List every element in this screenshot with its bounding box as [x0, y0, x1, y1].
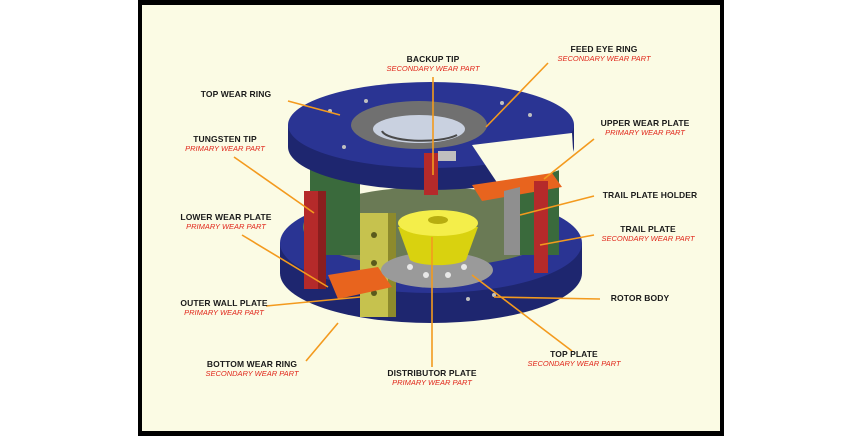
leader-outer-wall-plate: [265, 296, 361, 307]
label-name: OUTER WALL PLATE: [180, 298, 268, 308]
label-outer-wall-plate: OUTER WALL PLATE PRIMARY WEAR PART: [180, 298, 268, 318]
leader-lines: [233, 62, 601, 367]
tungsten-tip-strip: [318, 191, 326, 289]
distributor-plate-part: [381, 252, 493, 288]
bolt-icon: [371, 290, 377, 296]
bolt-icon: [371, 260, 377, 266]
leader-bottom-wear-ring: [305, 322, 339, 362]
bolt-icon: [445, 272, 451, 278]
rotor-illustration: [233, 62, 601, 367]
label-name: FEED EYE RING: [570, 44, 638, 54]
label-name: BACKUP TIP: [406, 54, 460, 64]
distributor-cone: [398, 227, 478, 266]
bolt-icon: [364, 99, 368, 103]
label-sub: PRIMARY WEAR PART: [184, 308, 264, 317]
leader-feed-eye-ring: [485, 62, 549, 128]
label-name: BOTTOM WEAR RING: [206, 359, 298, 369]
label-name: TOP WEAR RING: [200, 89, 272, 99]
leader-trail-plate: [539, 234, 595, 246]
leader-tungsten-tip: [233, 156, 315, 214]
label-backup-tip: BACKUP TIP SECONDARY WEAR PART: [386, 54, 480, 74]
label-top-wear-ring: TOP WEAR RING: [201, 90, 271, 99]
leader-rotor-body: [493, 296, 601, 300]
bolt-icon: [407, 264, 413, 270]
upper-wear-plate-part: [472, 173, 562, 201]
bolt-icon: [461, 264, 467, 270]
label-name: TUNGSTEN TIP: [193, 134, 257, 144]
bolt-icon: [342, 145, 346, 149]
label-trail-plate-holder: TRAIL PLATE HOLDER: [603, 191, 698, 200]
label-bottom-wear-ring: BOTTOM WEAR RING SECONDARY WEAR PART: [205, 359, 299, 379]
label-upper-wear-plate: UPPER WEAR PLATE PRIMARY WEAR PART: [600, 118, 690, 138]
label-name: TOP PLATE: [550, 349, 598, 359]
label-sub: PRIMARY WEAR PART: [186, 222, 266, 231]
bolt-icon: [371, 232, 377, 238]
leader-trail-plate-holder: [519, 195, 595, 216]
bolt-icon: [423, 272, 429, 278]
label-name: ROTOR BODY: [610, 293, 670, 303]
bolt-icon: [466, 297, 470, 301]
leader-top-wear-ring: [287, 100, 341, 116]
label-sub: SECONDARY WEAR PART: [527, 359, 621, 368]
label-sub: PRIMARY WEAR PART: [605, 128, 685, 137]
label-feed-eye-ring: FEED EYE RING SECONDARY WEAR PART: [557, 44, 651, 64]
label-sub: SECONDARY WEAR PART: [557, 54, 651, 63]
label-name: DISTRIBUTOR PLATE: [387, 368, 477, 378]
bolt-icon: [500, 101, 504, 105]
backup-tip-part: [424, 153, 438, 195]
label-sub: PRIMARY WEAR PART: [392, 378, 472, 387]
label-sub: SECONDARY WEAR PART: [386, 64, 480, 73]
label-name: LOWER WEAR PLATE: [180, 212, 272, 222]
label-name: UPPER WEAR PLATE: [600, 118, 690, 128]
label-sub: SECONDARY WEAR PART: [601, 234, 695, 243]
trail-plate-part: [534, 181, 548, 273]
bolt-icon: [528, 113, 532, 117]
label-sub: SECONDARY WEAR PART: [205, 369, 299, 378]
leader-upper-wear-plate: [543, 138, 595, 180]
distributor-cone-hole: [428, 216, 448, 224]
feed-eye-opening: [373, 115, 465, 143]
label-name: TRAIL PLATE: [620, 224, 676, 234]
leader-lower-wear-plate: [241, 234, 329, 288]
label-top-plate: TOP PLATE SECONDARY WEAR PART: [527, 349, 621, 369]
label-trail-plate: TRAIL PLATE SECONDARY WEAR PART: [601, 224, 695, 244]
label-sub: PRIMARY WEAR PART: [185, 144, 265, 153]
label-tungsten-tip: TUNGSTEN TIP PRIMARY WEAR PART: [185, 134, 265, 154]
feed-eye-inner: [381, 130, 458, 142]
trail-plate-holder-part: [504, 187, 520, 255]
label-distributor-plate: DISTRIBUTOR PLATE PRIMARY WEAR PART: [387, 368, 477, 388]
backup-tip-cap: [438, 151, 456, 161]
label-rotor-body: ROTOR BODY: [611, 294, 669, 303]
label-name: TRAIL PLATE HOLDER: [602, 190, 698, 200]
diagram-panel: BACKUP TIP SECONDARY WEAR PART FEED EYE …: [142, 5, 720, 431]
leader-top-plate: [471, 274, 573, 352]
top-plate-cutaway: [472, 133, 574, 190]
lower-wear-plate-part: [328, 267, 392, 299]
label-lower-wear-plate: LOWER WEAR PLATE PRIMARY WEAR PART: [180, 212, 272, 232]
bolt-icon: [492, 293, 496, 297]
